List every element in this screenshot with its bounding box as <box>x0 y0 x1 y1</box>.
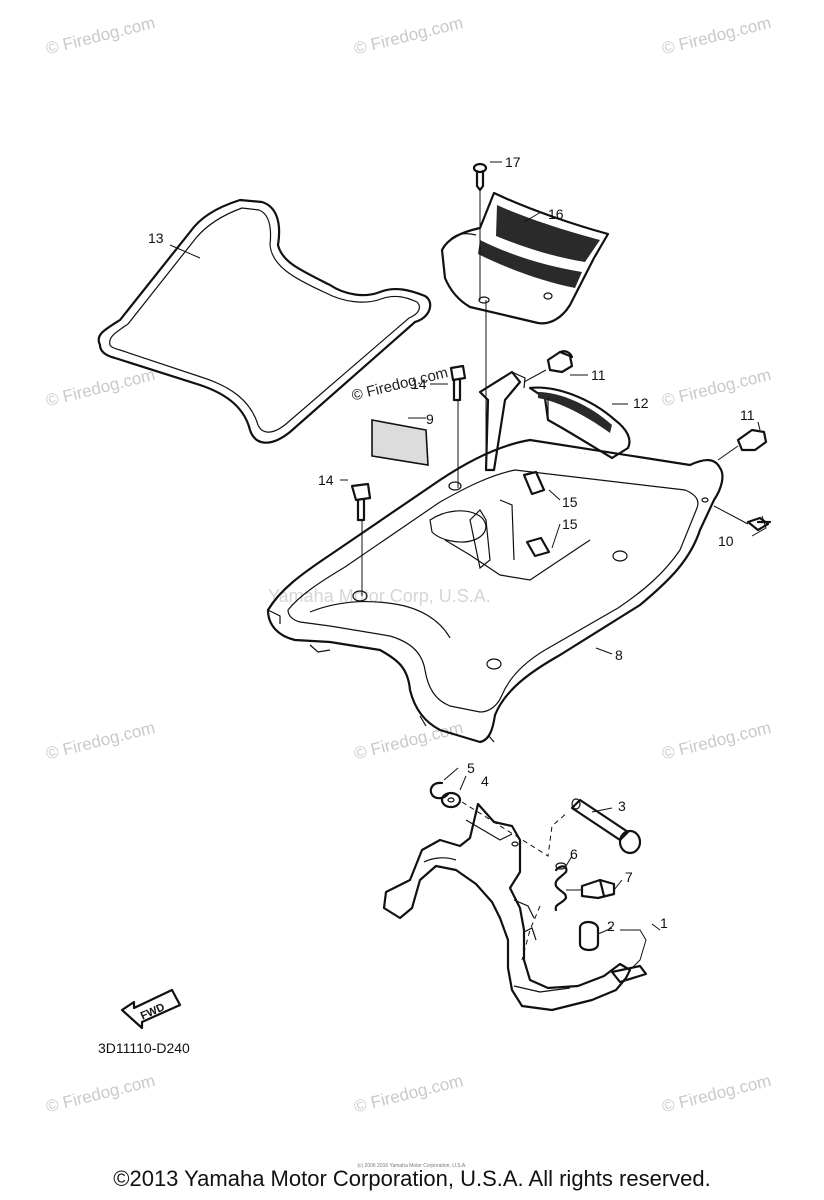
washer-part-4 <box>440 791 462 809</box>
spring-part-6 <box>554 862 568 912</box>
pad-part-9 <box>371 419 429 466</box>
bolt-part-14-lower <box>350 482 372 522</box>
callout-1: 1 <box>660 915 668 931</box>
cover-part-16 <box>440 191 610 325</box>
callout-17: 17 <box>505 154 521 170</box>
main-stand-part-1 <box>382 802 648 1012</box>
callout-7: 7 <box>625 869 633 885</box>
clip-part-11-right <box>736 428 768 452</box>
leader-lines <box>169 161 767 969</box>
callout-9: 9 <box>426 411 434 427</box>
callout-8: 8 <box>615 647 623 663</box>
callout-6: 6 <box>570 846 578 862</box>
small-copyright: (c) 2006 2016 Yamaha Motor Corporation, … <box>357 1163 467 1169</box>
callout-2: 2 <box>607 918 615 934</box>
callout-15-lower: 15 <box>562 516 578 532</box>
watermark-yamaha: Yamaha Motor Corp, U.S.A. <box>268 586 491 606</box>
nut-part-15-upper <box>522 470 546 496</box>
screw-part-17 <box>472 162 488 192</box>
assembly-lines-lower <box>461 801 582 961</box>
floor-mat-part-13 <box>97 198 432 444</box>
callout-14-lower: 14 <box>318 472 334 488</box>
callout-5: 5 <box>467 760 475 776</box>
callout-3: 3 <box>618 798 626 814</box>
side-guard-part-12 <box>528 386 631 460</box>
fwd-arrow-icon: FWD <box>120 988 182 1030</box>
circlip-part-5 <box>429 781 450 800</box>
callout-16: 16 <box>548 206 564 222</box>
clip-part-11-upper <box>546 350 574 374</box>
bolt-part-14-upper <box>449 364 467 402</box>
callout-10: 10 <box>718 533 734 549</box>
callout-11-upper: 11 <box>591 367 606 383</box>
bolt-part-7 <box>580 878 616 900</box>
assembly-lines-upper <box>361 190 749 596</box>
diagram-code: 3D11110-D240 <box>98 1040 190 1056</box>
nut-part-15-lower <box>525 536 551 558</box>
callout-12: 12 <box>633 395 649 411</box>
callout-13: 13 <box>148 230 164 246</box>
shaft-part-3 <box>570 798 642 855</box>
footer-copyright: ©2013 Yamaha Motor Corporation, U.S.A. A… <box>113 1166 711 1191</box>
callout-4: 4 <box>481 773 489 789</box>
callout-14-upper: 14 <box>411 376 427 392</box>
screw-part-10 <box>746 516 772 532</box>
rubber-cap-part-2 <box>578 920 600 952</box>
footrest-board-part-8 <box>266 370 724 744</box>
callout-11-right: 11 <box>740 407 755 423</box>
callout-15-upper: 15 <box>562 494 578 510</box>
